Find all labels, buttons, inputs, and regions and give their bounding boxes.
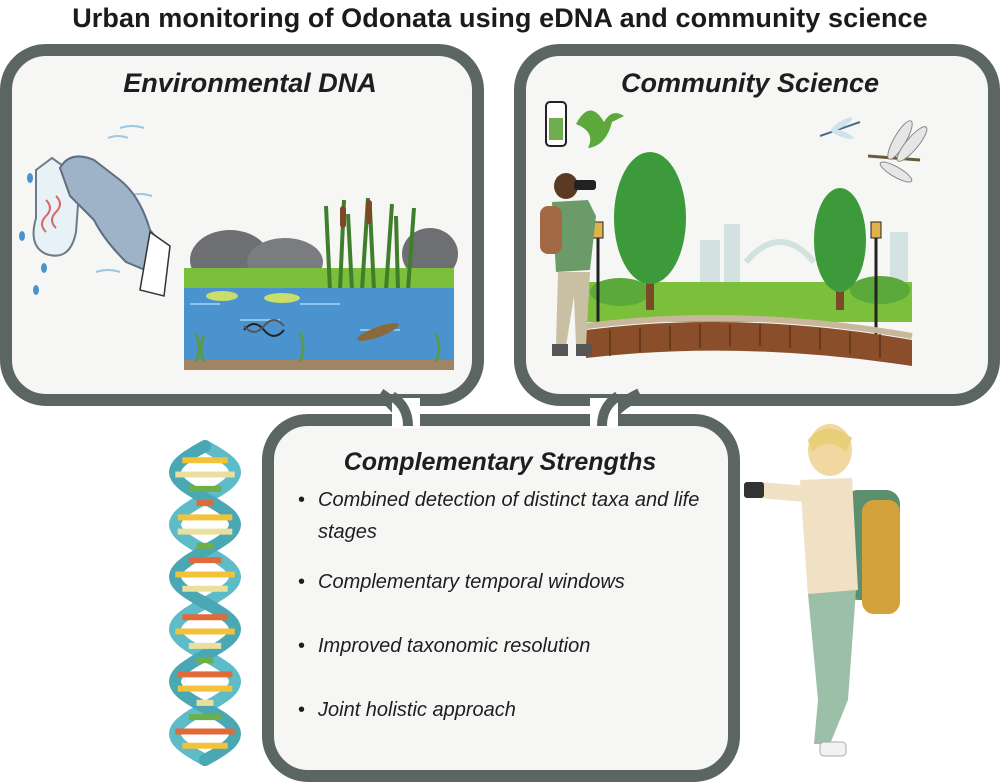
- strength-item: Joint holistic approach: [298, 694, 718, 726]
- city-skyline-icon: [700, 224, 908, 290]
- community-science-heading: Community Science: [620, 68, 880, 98]
- environmental-dna-heading: Environmental DNA: [123, 68, 377, 98]
- pond-scene-illustration: [184, 197, 458, 370]
- strength-item: Combined detection of distinct taxa and …: [298, 484, 718, 548]
- right-connector-inner: [597, 391, 621, 427]
- glove-hand-with-sample-tube-icon: [19, 125, 171, 297]
- dna-fragment-icon: [243, 319, 285, 337]
- hiker-with-camera-illustration: [744, 424, 900, 757]
- complementary-strengths-heading: Complementary Strengths: [343, 448, 657, 476]
- bird-logo-icon: [576, 110, 624, 148]
- strength-item: Complementary temporal windows: [298, 566, 718, 598]
- birdwatcher-with-binoculars-illustration: [540, 173, 596, 356]
- dna-double-helix-icon: [168, 440, 242, 766]
- dragonfly-icon: [819, 117, 928, 183]
- figure-title: Urban monitoring of Odonata using eDNA a…: [72, 3, 928, 33]
- smartphone-icon: [545, 101, 567, 147]
- park-trees-and-path-illustration: [585, 152, 913, 366]
- complementary-strengths-list: Combined detection of distinct taxa and …: [298, 484, 718, 726]
- left-connector-inner: [389, 391, 413, 427]
- strength-item: Improved taxonomic resolution: [298, 630, 718, 662]
